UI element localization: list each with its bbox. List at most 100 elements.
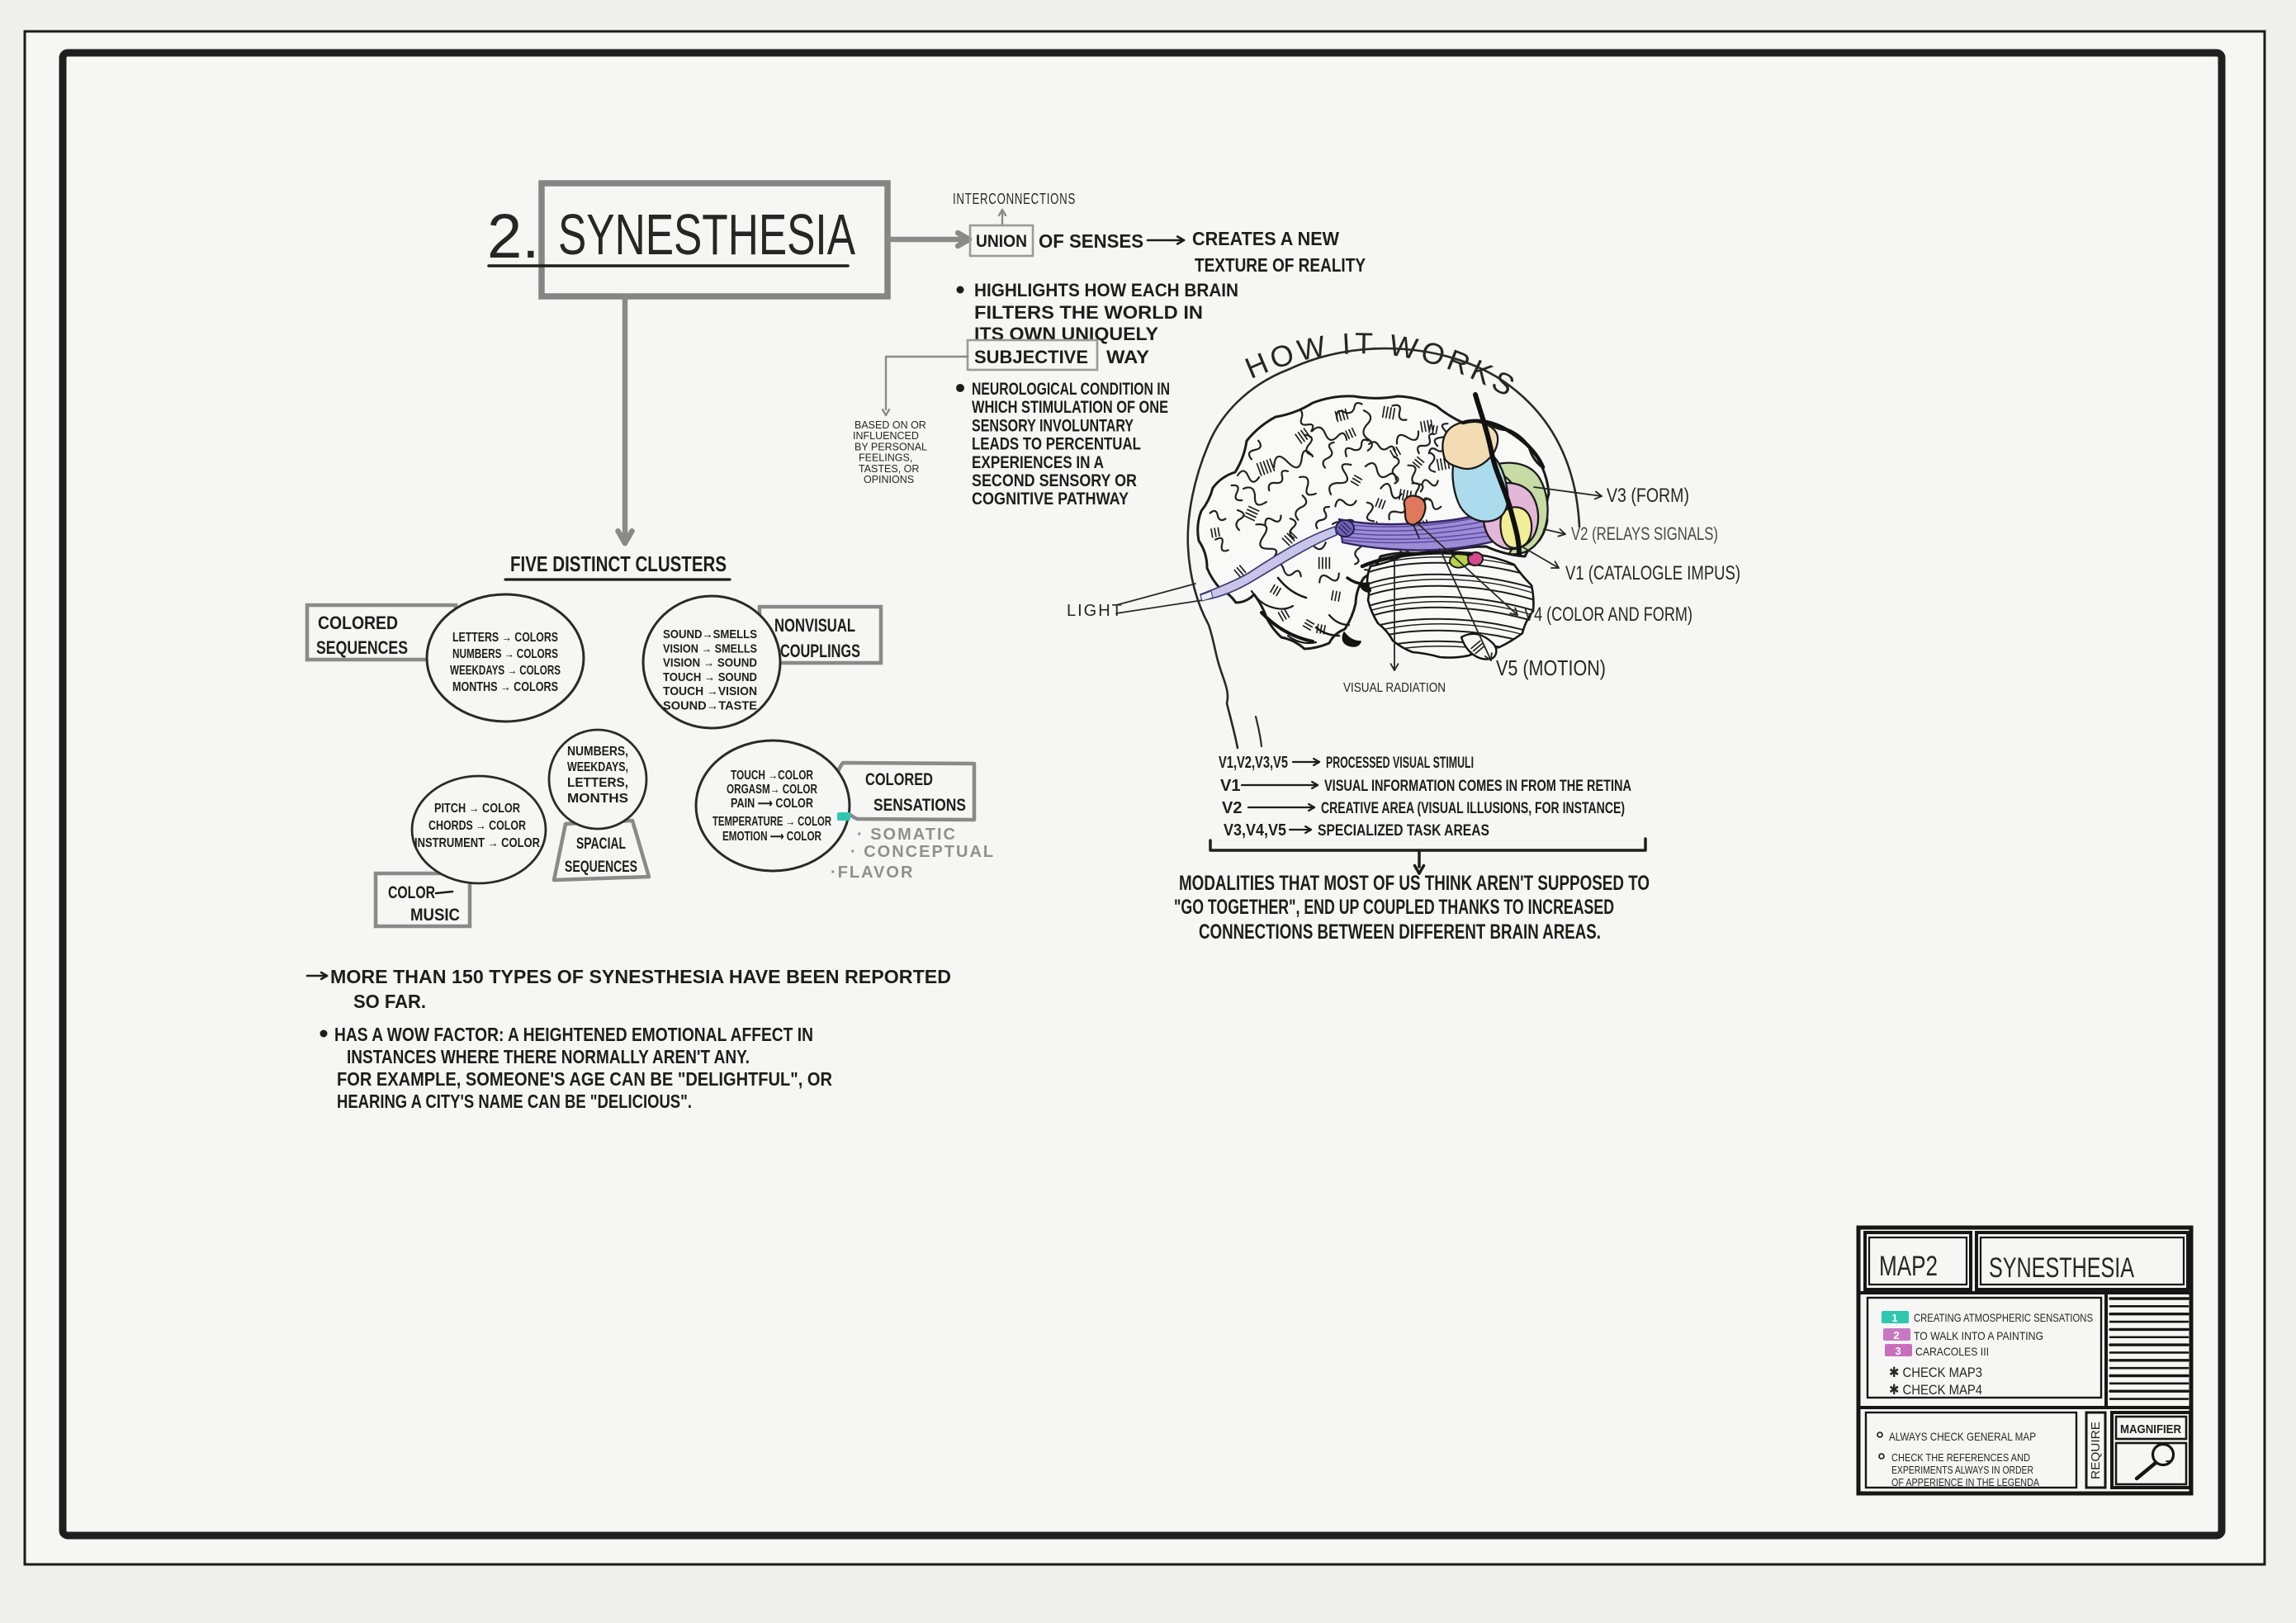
svg-text:OPINIONS: OPINIONS bbox=[864, 474, 914, 485]
svg-text:CHORDS → COLOR: CHORDS → COLOR bbox=[428, 819, 526, 833]
svg-text:V2 (RELAYS SIGNALS): V2 (RELAYS SIGNALS) bbox=[1571, 523, 1718, 544]
svg-text:OF SENSES: OF SENSES bbox=[1039, 230, 1143, 252]
svg-text:MONTHS → COLORS: MONTHS → COLORS bbox=[452, 680, 558, 694]
svg-text:TOUCH → SOUND: TOUCH → SOUND bbox=[663, 670, 757, 684]
svg-text:V1: V1 bbox=[1220, 777, 1240, 795]
svg-text:V4 (COLOR AND FORM): V4 (COLOR AND FORM) bbox=[1524, 603, 1692, 626]
svg-text:· SOMATIC: · SOMATIC bbox=[857, 826, 957, 844]
svg-text:2.: 2. bbox=[487, 201, 539, 272]
svg-text:MAGNIFIER: MAGNIFIER bbox=[2120, 1422, 2181, 1436]
svg-text:V3,V4,V5: V3,V4,V5 bbox=[1224, 821, 1286, 840]
svg-text:SENSORY INVOLUNTARY: SENSORY INVOLUNTARY bbox=[972, 416, 1134, 435]
svg-text:SPECIALIZED TASK AREAS: SPECIALIZED TASK AREAS bbox=[1318, 822, 1489, 840]
svg-text:SUBJECTIVE: SUBJECTIVE bbox=[974, 347, 1088, 367]
svg-text:NUMBERS → COLORS: NUMBERS → COLORS bbox=[452, 647, 558, 661]
svg-text:INSTANCES WHERE THERE NORMALLY: INSTANCES WHERE THERE NORMALLY AREN'T AN… bbox=[347, 1046, 750, 1067]
svg-text:VISUAL RADIATION: VISUAL RADIATION bbox=[1343, 681, 1446, 695]
svg-text:NUMBERS,: NUMBERS, bbox=[567, 745, 628, 759]
svg-text:MAP2: MAP2 bbox=[1879, 1251, 1938, 1282]
svg-text:TO WALK INTO A PAINTING: TO WALK INTO A PAINTING bbox=[1914, 1329, 2043, 1342]
svg-text:SOUND→TASTE: SOUND→TASTE bbox=[663, 699, 757, 713]
svg-text:HAS A WOW FACTOR: A HEIGHTENED: HAS A WOW FACTOR: A HEIGHTENED EMOTIONAL… bbox=[334, 1024, 813, 1045]
svg-text:✱ CHECK MAP4: ✱ CHECK MAP4 bbox=[1889, 1382, 1982, 1398]
svg-text:V2: V2 bbox=[1222, 799, 1242, 817]
svg-text:SO FAR.: SO FAR. bbox=[353, 991, 426, 1012]
svg-text:FEELINGS,: FEELINGS, bbox=[859, 452, 912, 464]
svg-text:· CONCEPTUAL: · CONCEPTUAL bbox=[850, 843, 995, 861]
svg-text:MODALITIES THAT MOST OF US THI: MODALITIES THAT MOST OF US THINK AREN'T … bbox=[1179, 872, 1650, 895]
svg-text:EXPERIENCES IN A: EXPERIENCES IN A bbox=[972, 453, 1104, 472]
svg-text:2: 2 bbox=[1893, 1329, 1899, 1341]
svg-text:SOUND→SMELLS: SOUND→SMELLS bbox=[663, 627, 757, 641]
svg-text:FILTERS THE WORLD IN: FILTERS THE WORLD IN bbox=[974, 302, 1203, 323]
svg-text:HEARING A CITY'S NAME CAN BE ": HEARING A CITY'S NAME CAN BE "DELICIOUS"… bbox=[337, 1091, 692, 1112]
svg-text:OF APPERIENCE IN THE LEGENDA: OF APPERIENCE IN THE LEGENDA bbox=[1891, 1476, 2039, 1488]
svg-text:1: 1 bbox=[1891, 1312, 1897, 1324]
svg-text:UNION: UNION bbox=[976, 232, 1027, 251]
svg-text:COGNITIVE PATHWAY: COGNITIVE PATHWAY bbox=[972, 490, 1129, 509]
svg-text:EMOTION ⟶ COLOR: EMOTION ⟶ COLOR bbox=[722, 830, 821, 844]
svg-text:V3 (FORM): V3 (FORM) bbox=[1607, 485, 1689, 507]
svg-text:MONTHS: MONTHS bbox=[567, 792, 628, 806]
svg-text:·FLAVOR: ·FLAVOR bbox=[831, 864, 914, 882]
svg-text:TEMPERATURE → COLOR: TEMPERATURE → COLOR bbox=[712, 815, 831, 829]
svg-text:HIGHLIGHTS HOW EACH BRAIN: HIGHLIGHTS HOW EACH BRAIN bbox=[974, 280, 1238, 300]
svg-text:CHECK THE REFERENCES AND: CHECK THE REFERENCES AND bbox=[1891, 1451, 2030, 1464]
svg-text:V1,V2,V3,V5: V1,V2,V3,V5 bbox=[1219, 754, 1288, 772]
svg-text:MUSIC: MUSIC bbox=[410, 906, 460, 925]
svg-text:SYNESTHESIA: SYNESTHESIA bbox=[558, 202, 855, 267]
svg-text:FOR EXAMPLE, SOMEONE'S AGE CAN: FOR EXAMPLE, SOMEONE'S AGE CAN BE "DELIG… bbox=[337, 1068, 832, 1090]
svg-text:CONNECTIONS BETWEEN DIFFERENT: CONNECTIONS BETWEEN DIFFERENT BRAIN AREA… bbox=[1199, 920, 1601, 944]
svg-text:SEQUENCES: SEQUENCES bbox=[565, 859, 637, 876]
svg-text:WHICH STIMULATION OF ONE: WHICH STIMULATION OF ONE bbox=[972, 398, 1168, 417]
svg-text:COLOR: COLOR bbox=[388, 883, 435, 902]
svg-text:3: 3 bbox=[1895, 1345, 1901, 1357]
svg-text:VISUAL INFORMATION COMES IN FR: VISUAL INFORMATION COMES IN FROM THE RET… bbox=[1324, 778, 1631, 795]
svg-text:PAIN ⟶ COLOR: PAIN ⟶ COLOR bbox=[731, 797, 813, 811]
svg-text:FIVE DISTINCT CLUSTERS: FIVE DISTINCT CLUSTERS bbox=[510, 551, 727, 576]
svg-text:TASTES, OR: TASTES, OR bbox=[859, 463, 919, 475]
svg-text:WEEKDAYS,: WEEKDAYS, bbox=[567, 760, 628, 774]
svg-text:SEQUENCES: SEQUENCES bbox=[316, 637, 408, 658]
svg-text:CREATING ATMOSPHERIC SENSATION: CREATING ATMOSPHERIC SENSATIONS bbox=[1914, 1311, 2093, 1324]
svg-text:PITCH → COLOR: PITCH → COLOR bbox=[434, 802, 520, 816]
svg-text:REQUIRE: REQUIRE bbox=[2089, 1422, 2103, 1479]
svg-text:WAY: WAY bbox=[1106, 347, 1149, 367]
svg-text:SPACIAL: SPACIAL bbox=[576, 835, 626, 853]
svg-text:BY PERSONAL: BY PERSONAL bbox=[854, 441, 927, 452]
svg-text:LEADS TO PERCENTUAL: LEADS TO PERCENTUAL bbox=[972, 435, 1141, 454]
svg-text:LETTERS → COLORS: LETTERS → COLORS bbox=[452, 631, 558, 645]
svg-text:COLORED: COLORED bbox=[318, 613, 398, 633]
svg-text:TEXTURE OF REALITY: TEXTURE OF REALITY bbox=[1195, 254, 1366, 276]
svg-text:CREATIVE AREA (VISUAL ILLUSION: CREATIVE AREA (VISUAL ILLUSIONS, FOR INS… bbox=[1321, 800, 1625, 817]
svg-text:INTERCONNECTIONS: INTERCONNECTIONS bbox=[953, 191, 1076, 207]
svg-text:NEUROLOGICAL CONDITION IN: NEUROLOGICAL CONDITION IN bbox=[972, 380, 1170, 399]
svg-text:VISION → SMELLS: VISION → SMELLS bbox=[663, 641, 757, 655]
svg-text:EXPERIMENTS ALWAYS IN ORDER: EXPERIMENTS ALWAYS IN ORDER bbox=[1891, 1464, 2033, 1476]
svg-text:CREATES A NEW: CREATES A NEW bbox=[1192, 228, 1339, 249]
svg-text:V5 (MOTION): V5 (MOTION) bbox=[1496, 655, 1606, 680]
svg-text:TOUCH →COLOR: TOUCH →COLOR bbox=[731, 769, 813, 783]
svg-text:TOUCH →VISION: TOUCH →VISION bbox=[663, 684, 757, 698]
svg-text:COLORED: COLORED bbox=[865, 770, 933, 789]
svg-text:VISION → SOUND: VISION → SOUND bbox=[663, 656, 757, 670]
svg-text:INSTRUMENT → COLOR: INSTRUMENT → COLOR bbox=[414, 836, 540, 850]
svg-text:COUPLINGS: COUPLINGS bbox=[780, 641, 860, 661]
svg-text:SECOND SENSORY OR: SECOND SENSORY OR bbox=[972, 471, 1137, 490]
svg-text:V1 (CATALOGLE IMPUS): V1 (CATALOGLE IMPUS) bbox=[1565, 562, 1740, 584]
svg-text:INFLUENCED: INFLUENCED bbox=[853, 430, 919, 442]
svg-text:LIGHT: LIGHT bbox=[1067, 602, 1124, 620]
svg-text:SYNESTHESIA: SYNESTHESIA bbox=[1989, 1252, 2134, 1284]
svg-text:ORGASM→ COLOR: ORGASM→ COLOR bbox=[727, 783, 817, 797]
svg-text:WEEKDAYS → COLORS: WEEKDAYS → COLORS bbox=[450, 664, 561, 678]
svg-text:SENSATIONS: SENSATIONS bbox=[873, 796, 966, 815]
svg-text:NONVISUAL: NONVISUAL bbox=[774, 615, 855, 636]
svg-text:MORE THAN 150 TYPES OF SYNESTH: MORE THAN 150 TYPES OF SYNESTHESIA HAVE … bbox=[330, 966, 951, 987]
svg-text:CARACOLES III: CARACOLES III bbox=[1915, 1345, 1989, 1358]
svg-text:✱ CHECK MAP3: ✱ CHECK MAP3 bbox=[1889, 1365, 1982, 1380]
svg-text:LETTERS,: LETTERS, bbox=[567, 776, 628, 790]
svg-text:"GO TOGETHER", END UP COUPLED: "GO TOGETHER", END UP COUPLED THANKS TO … bbox=[1174, 896, 1614, 919]
svg-text:ALWAYS CHECK GENERAL MAP: ALWAYS CHECK GENERAL MAP bbox=[1889, 1430, 2036, 1443]
svg-text:BASED ON OR: BASED ON OR bbox=[854, 419, 926, 431]
svg-text:PROCESSED VISUAL STIMULI: PROCESSED VISUAL STIMULI bbox=[1326, 755, 1474, 772]
